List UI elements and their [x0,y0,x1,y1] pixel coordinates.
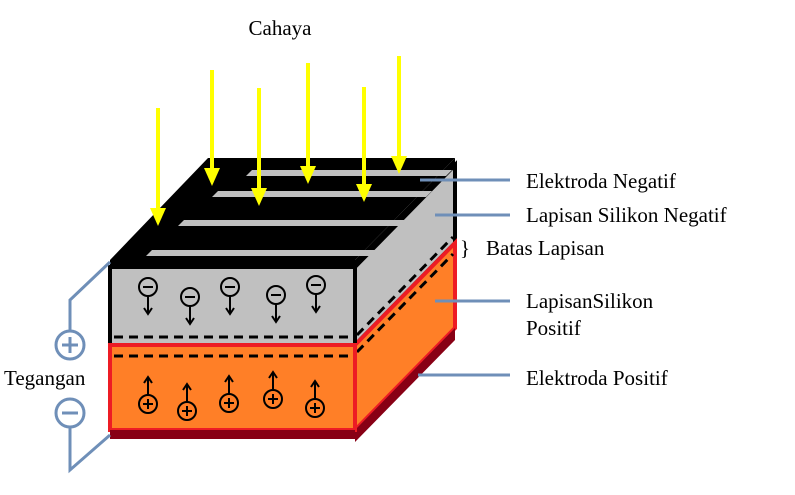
light-arrows [150,56,407,226]
hole-icon [138,375,158,414]
light-arrow-icon [391,56,407,174]
light-arrow-icon [150,108,166,226]
light-arrow-icon [204,70,220,186]
light-arrow-icon [300,63,316,184]
title-cahaya: Cahaya [249,16,313,40]
external-circuit [68,260,112,474]
electron-icon [138,277,158,316]
hole-icon [177,382,197,421]
cell-top-face [110,158,455,260]
minus-terminal-icon [54,397,86,429]
electron-icon [266,285,286,324]
hole-icon [305,379,325,418]
label-electrode-positive: Elektroda Positif [526,366,668,390]
holes [138,370,325,421]
leader-lines [418,178,510,377]
bottom-electrode-front [110,430,355,439]
light-arrow-icon [251,88,267,206]
electron-icon [306,275,326,314]
hole-icon [219,374,239,413]
cell-side-faces [353,158,457,442]
label-silicon-negative: Lapisan Silikon Negatif [526,203,727,227]
electrons [138,275,326,326]
label-silicon-positive-1: LapisanSilikon [526,289,654,313]
light-arrow-icon [356,87,372,202]
plus-terminal-icon [54,329,86,361]
label-voltage: Tegangan [4,366,86,390]
label-silicon-positive-2: Positif [526,316,581,340]
label-junction: Batas Lapisan [486,236,605,260]
label-electrode-negative: Elektroda Negatif [526,169,676,193]
electron-icon [180,287,200,326]
electron-icon [220,277,240,316]
junction-brace-icon: } [460,236,470,260]
hole-icon [263,370,283,409]
